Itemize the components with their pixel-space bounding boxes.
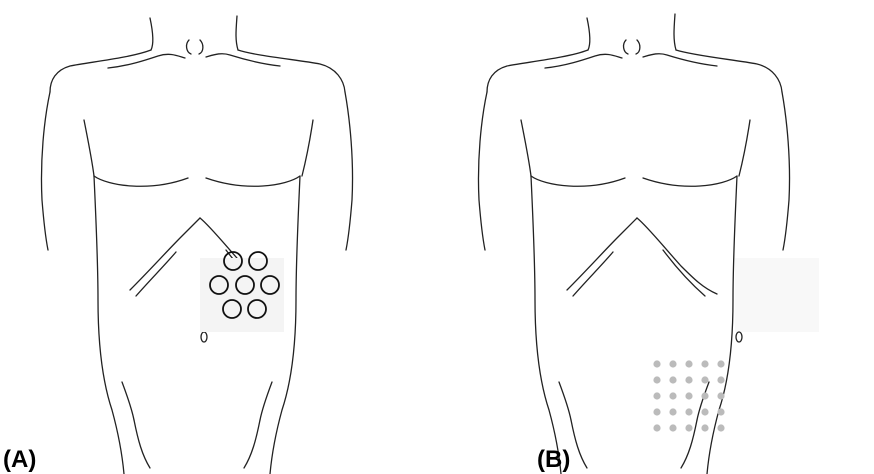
panel-b: (B) [437,0,874,474]
dot-marker [685,408,692,415]
dot-marker [685,424,692,431]
dot-marker [669,408,676,415]
dot-marker [701,424,708,431]
dot-marker [685,360,692,367]
dot-marker [701,360,708,367]
dot-marker [653,392,660,399]
dot-marker [669,424,676,431]
dot-marker [669,360,676,367]
dot-marker [717,424,724,431]
torso-outline-a [0,0,437,474]
dot-marker [701,376,708,383]
torso-outline-b [437,0,874,474]
dot-marker [701,408,708,415]
dot-marker [669,376,676,383]
dot-marker [717,376,724,383]
dot-marker [685,392,692,399]
dot-marker [653,408,660,415]
dot-marker [685,376,692,383]
dot-marker [717,360,724,367]
panel-label-b: (B) [537,448,570,472]
dot-grid [653,360,724,431]
dot-marker [717,392,724,399]
dot-marker [669,392,676,399]
dot-marker [717,408,724,415]
dot-marker [653,424,660,431]
panel-label-a: (A) [3,448,36,472]
panel-a: (A) [0,0,437,474]
dot-marker [701,392,708,399]
dot-marker [653,376,660,383]
dot-marker [653,360,660,367]
